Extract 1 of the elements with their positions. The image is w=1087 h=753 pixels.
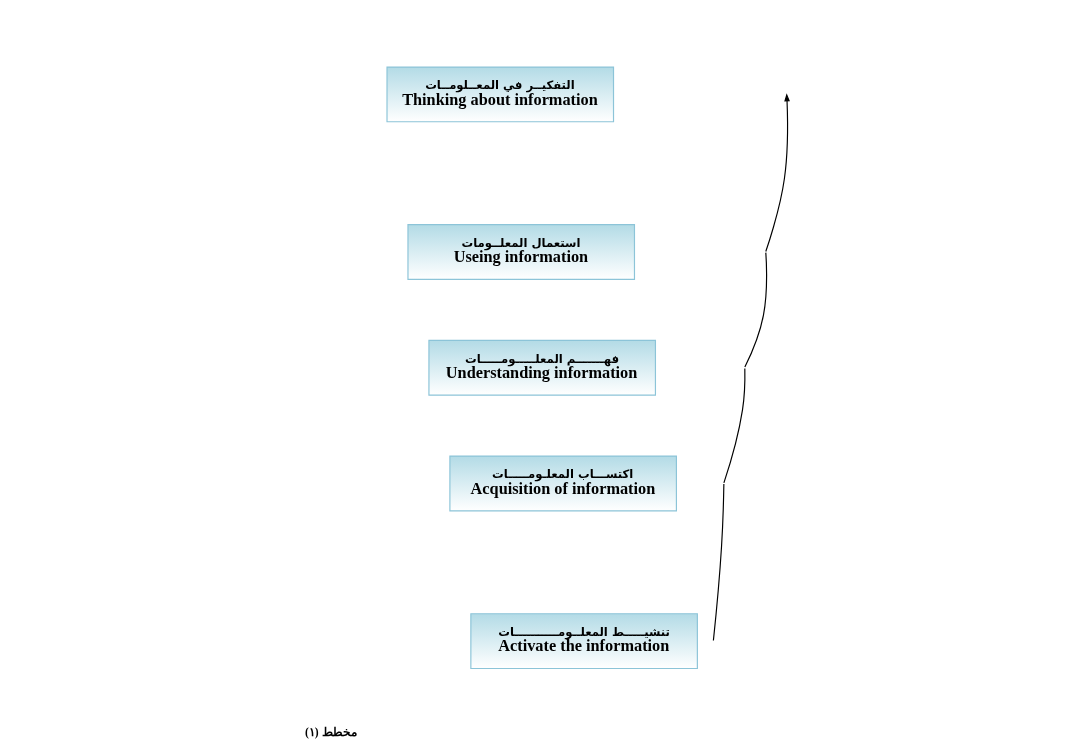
caption: مخطط (١) — [304, 726, 357, 740]
